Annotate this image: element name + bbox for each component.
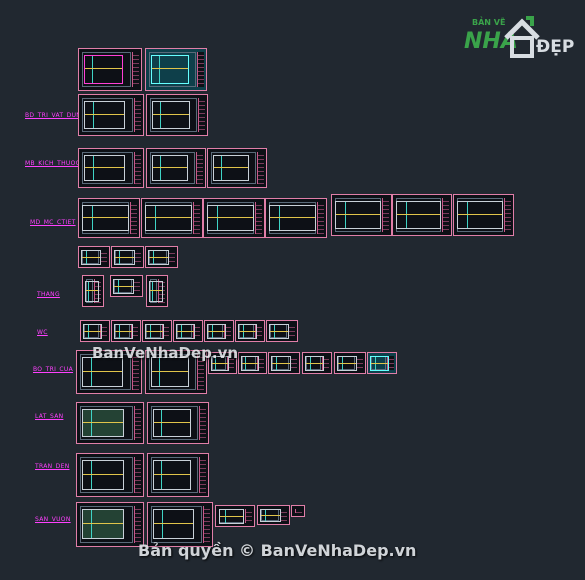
drawing-sheet-wc[interactable] [173, 320, 203, 342]
drawing-sheet-elevation[interactable] [203, 198, 265, 238]
house-icon [504, 16, 540, 58]
drawing-sheet-stair[interactable] [146, 275, 168, 307]
drawing-sheet-garden[interactable] [147, 502, 213, 547]
drawing-sheet-door[interactable] [302, 352, 332, 374]
logo-top-text: BẢN VẼ [472, 18, 506, 27]
label-md-mc-ctiet[interactable]: MD_MC_CTIET [30, 219, 76, 226]
label-lat-san[interactable]: LAT_SAN [35, 413, 64, 420]
watermark-middle: BanVeNhaDep.vn [92, 344, 239, 362]
drawing-sheet-detail[interactable] [291, 505, 305, 517]
drawing-sheet-cover[interactable] [78, 48, 142, 91]
drawing-sheet[interactable] [146, 94, 208, 136]
drawing-sheet-door[interactable] [334, 352, 366, 374]
drawing-sheet[interactable] [78, 148, 144, 188]
drawing-sheet-ceiling[interactable] [76, 453, 144, 497]
drawing-sheet-section[interactable] [392, 194, 452, 236]
label-wc[interactable]: WC [37, 329, 48, 336]
watermark-copyright: Bản quyền © BanVeNhaDep.vn [138, 541, 417, 560]
drawing-sheet-door[interactable] [238, 352, 267, 374]
label-tran-den[interactable]: TRAN_DEN [35, 463, 70, 470]
drawing-sheet-ceiling[interactable] [147, 453, 209, 497]
drawing-sheet[interactable] [146, 148, 206, 188]
drawing-sheet-detail[interactable] [145, 246, 178, 268]
logo-brand-right: ĐẸP [536, 37, 575, 57]
drawing-sheet-section[interactable] [331, 194, 392, 236]
drawing-sheet-stair[interactable] [110, 275, 143, 297]
drawing-sheet-floor[interactable] [147, 402, 209, 444]
drawing-sheet-detail[interactable] [257, 505, 290, 525]
banvenhadep-logo: BẢN VẼ NHA ĐẸP [458, 12, 578, 64]
drawing-sheet[interactable] [76, 350, 142, 394]
drawing-sheet[interactable] [207, 148, 267, 188]
drawing-sheet-index[interactable] [145, 48, 207, 91]
drawing-sheet-wc[interactable] [266, 320, 298, 342]
drawing-sheet-door[interactable] [268, 352, 300, 374]
label-mb-kich-thuoc[interactable]: MB_KICH_THUOC [25, 160, 81, 167]
drawing-sheet-stair[interactable] [82, 275, 104, 307]
drawing-sheet-door[interactable] [367, 352, 397, 374]
drawing-sheet-wc[interactable] [111, 320, 141, 342]
drawing-sheet-section[interactable] [453, 194, 514, 236]
drawing-sheet-detail[interactable] [78, 246, 110, 268]
label-bd-tri-vat-dung[interactable]: BD_TRI_VAT_DUNG [25, 112, 87, 119]
drawing-sheet-wc[interactable] [142, 320, 172, 342]
label-bo-tri-cua[interactable]: BO_TRI_CUA [33, 366, 74, 373]
label-thang[interactable]: THANG [37, 291, 60, 298]
drawing-sheet-garden[interactable] [76, 502, 144, 547]
drawing-sheet-wc[interactable] [204, 320, 234, 342]
drawing-sheet[interactable] [78, 94, 144, 136]
drawing-sheet-elevation[interactable] [265, 198, 327, 238]
drawing-sheet-door[interactable] [208, 352, 237, 374]
drawing-sheet-elevation[interactable] [78, 198, 140, 238]
label-san-vuon[interactable]: SAN_VUON [35, 516, 71, 523]
drawing-sheet[interactable] [145, 350, 207, 394]
drawing-sheet-elevation[interactable] [141, 198, 203, 238]
drawing-sheet-detail[interactable] [111, 246, 144, 268]
drawing-sheet-floor[interactable] [76, 402, 144, 444]
drawing-sheet-detail[interactable] [215, 505, 255, 527]
drawing-sheet-wc[interactable] [235, 320, 265, 342]
drawing-sheet-wc[interactable] [80, 320, 110, 342]
